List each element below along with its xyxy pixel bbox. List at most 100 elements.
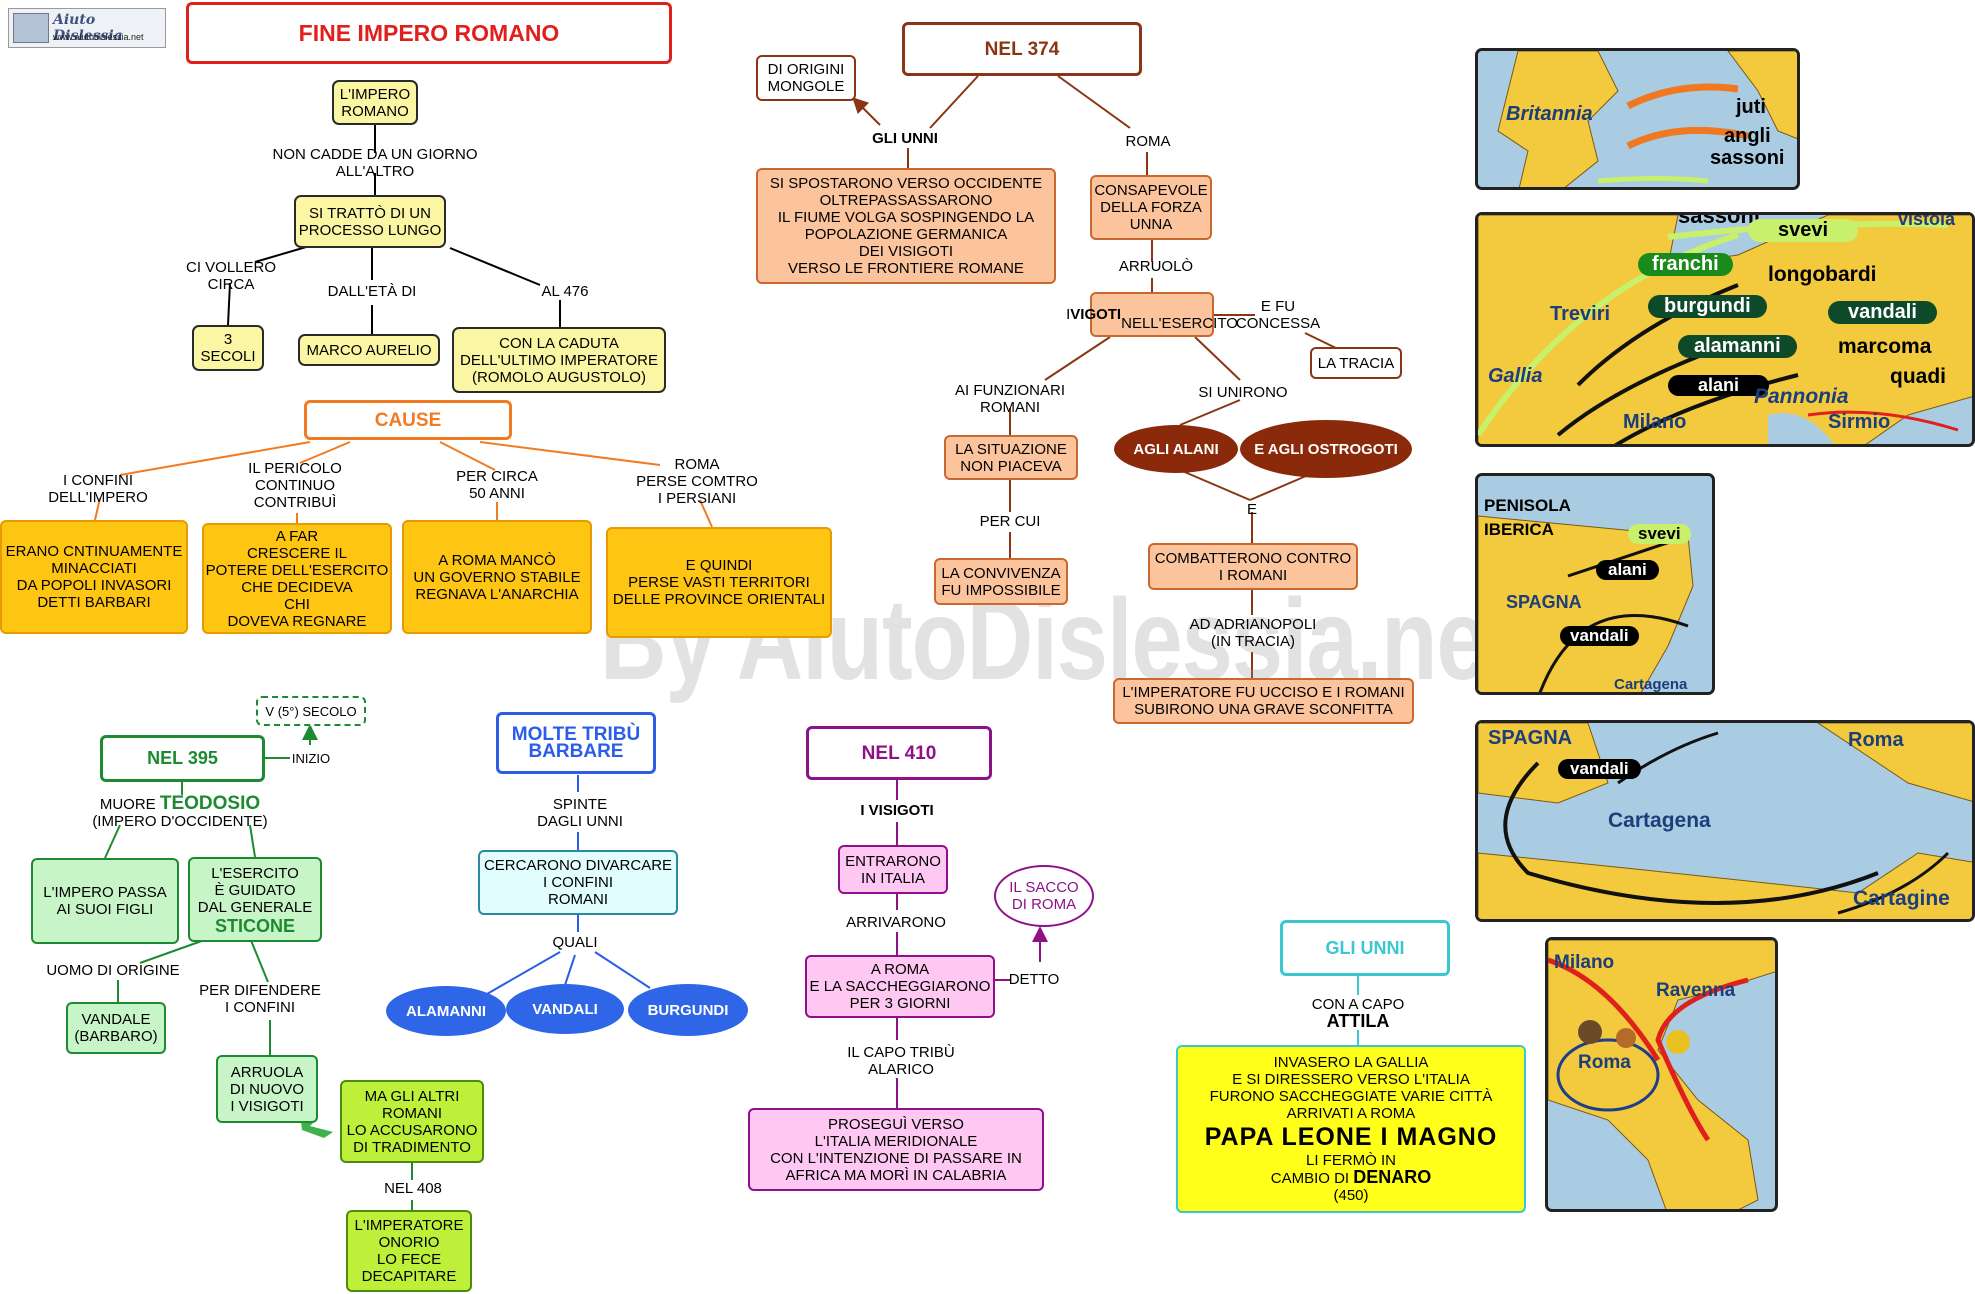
vandali-oval: VANDALI (506, 984, 624, 1034)
map-pannonia-label: Pannonia (1754, 385, 1849, 408)
map-roma-label: Roma (1848, 729, 1904, 751)
arruolo-label: ARRUOLÒ (1118, 258, 1194, 275)
arruola-box: ARRUOLA DI NUOVO I VISIGOTI (216, 1055, 318, 1123)
unni-title: GLI UNNI (1280, 920, 1450, 976)
map-italia-land (1548, 940, 1775, 1209)
marco-aurelio-box: MARCO AURELIO (298, 334, 440, 366)
cause-box-4: E QUINDI PERSE VASTI TERRITORI DELLE PRO… (606, 527, 832, 638)
map-vandali-label-2: vandali (1560, 626, 1639, 646)
map-sassoni-label: sassoni (1710, 147, 1785, 169)
map-penisola-label: PENISOLA IBERICA (1484, 496, 1571, 539)
vigoti-box: I VIGOTI NELL'ESERCITO (1066, 292, 1238, 337)
combatterono-box: COMBATTERONO CONTRO I ROMANI (1148, 543, 1358, 590)
tracia-box: LA TRACIA (1310, 347, 1402, 379)
al-476-label: AL 476 (541, 283, 589, 300)
map-ravenna-label: Ravenna (1656, 980, 1736, 1001)
map-iberica: PENISOLA IBERICA svevi alani SPAGNA vand… (1475, 473, 1715, 695)
map-svevi-label: svevi (1748, 219, 1859, 242)
attila-text: ATTILA (1326, 1011, 1390, 1031)
altri-romani-box: MA GLI ALTRI ROMANI LO ACCUSARONO DI TRA… (340, 1080, 484, 1163)
burgundi-oval: BURGUNDI (628, 984, 748, 1036)
prosegui-box: PROSEGUÌ VERSO L'ITALIA MERIDIONALE CON … (748, 1108, 1044, 1191)
logo: Aiuto Dislessia www.aiutodislessia.net (8, 8, 166, 48)
sticone-text: STICONE (214, 915, 295, 936)
ostrogoti-oval: E AGLI OSTROGOTI (1240, 420, 1412, 478)
logo-title: Aiuto Dislessia (53, 12, 123, 44)
map-spagna-label-2: SPAGNA (1488, 727, 1573, 749)
logo-url: www.aiutodislessia.net (53, 32, 144, 42)
entrarono-box: ENTRARONO IN ITALIA (838, 845, 948, 894)
muore-teodosio-label: MUORE TEODOSIO(IMPERO D'OCCIDENTE) (80, 793, 280, 830)
cause-title: CAUSE (304, 400, 512, 440)
denaro-text: DENARO (1353, 1167, 1432, 1187)
map-italia: Milano Ravenna Roma (1545, 937, 1778, 1212)
saccheggiarono-box: A ROMA E LA SACCHEGGIARONO PER 3 GIORNI (805, 955, 995, 1018)
map-spagna-label: SPAGNA (1506, 592, 1582, 612)
spinte-label: SPINTE DAGLI UNNI (537, 796, 623, 830)
map-alani-label-2: alani (1596, 560, 1659, 580)
map-cartagena-label-2: Cartagena (1608, 809, 1711, 832)
capo-label: IL CAPO TRIBÙ ALARICO (847, 1044, 955, 1078)
cause-box-1: ERANO CNTINUAMENTE MINACCIATI DA POPOLI … (0, 520, 188, 634)
nel408-label: NEL 408 (384, 1180, 442, 1197)
e-label: E (1246, 501, 1257, 518)
map-treviri-label: Treviri (1550, 303, 1611, 325)
logo-icon (13, 13, 49, 43)
map-marcoma-label: marcoma (1838, 335, 1932, 358)
map-roma-label-2: Roma (1578, 1052, 1631, 1073)
map-longobardi-label: longobardi (1768, 263, 1877, 286)
situazione-box: LA SITUAZIONE NON PIACEVA (944, 435, 1078, 480)
cause-label-4: ROMA PERSE COMTRO I PERSIANI (636, 456, 758, 507)
e-fu-concessa-label: E FU CONCESSA (1235, 298, 1321, 332)
cambio-line: CAMBIO DI DENARO (1270, 1167, 1432, 1187)
teodosio-text: TEODOSIO (159, 793, 261, 814)
map-britannia: Britannia juti angli sassoni (1475, 48, 1800, 190)
tre-secoli-box: 3 SECOLI (192, 325, 264, 371)
map-britannia-land (1497, 51, 1797, 187)
vigoti-bold: VIGOTI (1070, 306, 1122, 323)
sacco-oval: IL SACCO DI ROMA (994, 865, 1094, 927)
ci-vollero-label: CI VOLLERO CIRCA (185, 259, 277, 293)
convivenza-box: LA CONVIVENZA FU IMPOSSIBILE (934, 558, 1068, 605)
nel410-title: NEL 410 (806, 726, 992, 780)
map-vistola-label: vistola (1898, 212, 1956, 229)
per-difendere-label: PER DIFENDERE I CONFINI (199, 982, 321, 1016)
map-gallia-label: Gallia (1488, 365, 1543, 387)
map-europa: sassoni vistola svevi franchi longobardi… (1475, 212, 1975, 447)
nel374-title: NEL 374 (902, 22, 1142, 76)
map-burgundi-label: burgundi (1648, 295, 1767, 318)
impero-romano-box: L'IMPERO ROMANO (332, 80, 418, 125)
map-franchi-label: franchi (1638, 253, 1733, 276)
uomo-origine-label: UOMO DI ORIGINE (46, 962, 180, 979)
inizio-label: INIZIO (291, 751, 331, 766)
papa-text: PAPA LEONE I MAGNO (1204, 1123, 1498, 1151)
gli-unni-label: GLI UNNI (872, 130, 938, 147)
consapevole-box: CONSAPEVOLE DELLA FORZA UNNA (1090, 175, 1212, 240)
cambio-text: CAMBIO DI (1270, 1170, 1354, 1187)
anno-text: (450) (1333, 1187, 1369, 1204)
map-milano-label: Milano (1623, 411, 1687, 433)
map-europa-land (1478, 215, 1972, 444)
esercito-text: L'ESERCITO È GUIDATO DAL GENERALE (197, 864, 313, 916)
cause-label-2: IL PERICOLO CONTINUO CONTRIBUÌ (248, 460, 342, 511)
map-britannia-label: Britannia (1506, 103, 1593, 125)
arrivarono-label: ARRIVARONO (846, 914, 946, 931)
tribu-title: MOLTE TRIBÙ BARBARE (496, 712, 656, 774)
impero-occidente-text: (IMPERO D'OCCIDENTE) (92, 813, 268, 830)
cause-box-2: A FAR CRESCERE IL POTERE DELL'ESERCITO C… (202, 523, 392, 634)
caduta-box: CON LA CADUTA DELL'ULTIMO IMPERATORE (RO… (452, 327, 666, 393)
map-sassoni-label-2: sassoni (1678, 212, 1760, 228)
detto-label: DETTO (1008, 971, 1060, 988)
map-quadi-label: quadi (1890, 365, 1946, 388)
roma-label: ROMA (1125, 133, 1171, 150)
alamanni-oval: ALAMANNI (386, 986, 506, 1036)
map-cartagena-label: Cartagena (1614, 676, 1688, 693)
nel395-title: NEL 395 (100, 735, 265, 782)
vandale-box: VANDALE (BARBARO) (66, 1002, 166, 1054)
map-sirmio-label: Sirmio (1828, 411, 1891, 433)
map-alamanni-label: alamanni (1678, 335, 1797, 358)
cercarono-box: CERCARONO DIVARCARE I CONFINI ROMANI (478, 850, 678, 915)
